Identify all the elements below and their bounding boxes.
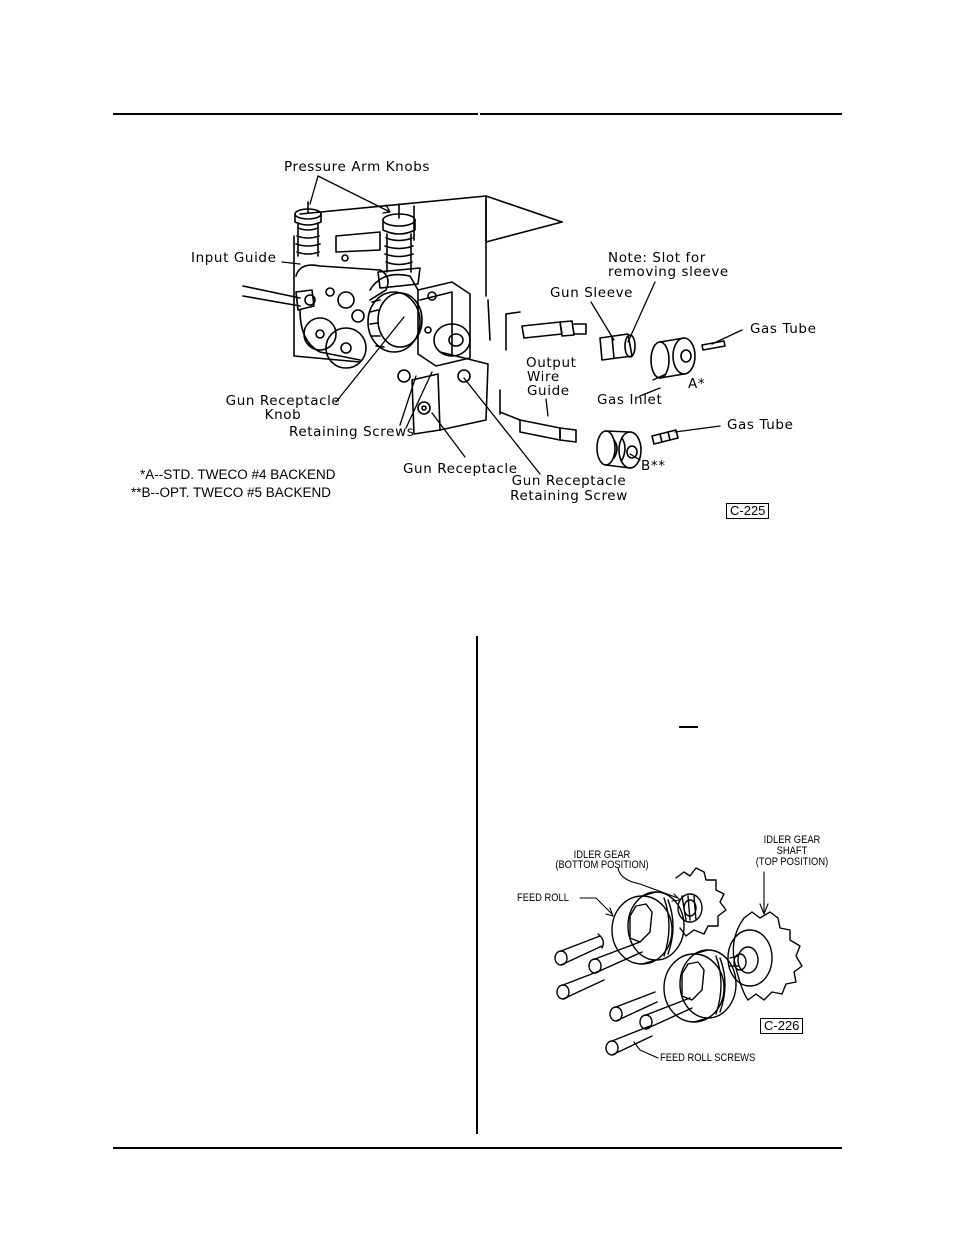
- gas-tube-top: [701, 340, 726, 351]
- input-guide-cable: [242, 285, 315, 311]
- label-idler-shaft-line1: IDLER GEAR: [763, 834, 821, 846]
- label-output-line1: Output: [526, 355, 577, 371]
- figure-id-c226: C-226: [760, 1018, 804, 1034]
- top-rule-right: [480, 113, 842, 115]
- underline-mark: [679, 726, 698, 728]
- label-gun-receptacle-knob-line1: Gun Receptacle: [225, 393, 341, 409]
- label-gun-receptacle-retaining-screw-line2: Retaining Screw: [510, 488, 628, 504]
- drive-plate: [295, 264, 389, 369]
- label-idler-bottom-line1: IDLER GEAR: [573, 849, 631, 861]
- idler-gear-bottom: [675, 867, 727, 937]
- feeder-housing: [293, 195, 563, 363]
- feed-roll-lower: [663, 949, 737, 1023]
- leader-lines: [281, 175, 743, 475]
- label-b-star: B**: [641, 458, 666, 474]
- figure-id-c225: C-225: [726, 503, 770, 519]
- label-feed-roll: FEED ROLL: [517, 892, 569, 904]
- column-divider: [476, 636, 478, 1134]
- gun-receptacle-block: [397, 281, 489, 435]
- label-idler-bottom-line2: (BOTTOM POSITION): [555, 859, 649, 871]
- label-retaining-screws: Retaining Screws: [289, 424, 415, 440]
- label-a-star: A*: [688, 376, 706, 392]
- label-pressure-arm-knobs: Pressure Arm Knobs: [284, 159, 430, 175]
- label-input-guide: Input Guide: [191, 250, 277, 266]
- feed-roll-screws-lower: [605, 991, 693, 1056]
- top-rule-left: [113, 113, 478, 115]
- idler-gear-top: [727, 911, 803, 1001]
- label-output-line2: Wire: [527, 369, 560, 385]
- bottom-rule: [113, 1147, 842, 1149]
- gas-inlet-a: [650, 337, 696, 379]
- label-gas-tube-top: Gas Tube: [750, 321, 817, 337]
- gun-sleeve-top: [599, 333, 636, 361]
- label-idler-shaft-line3: (TOP POSITION): [755, 856, 829, 868]
- output-wire-guide-top: [505, 311, 587, 351]
- gas-tube-bottom: [651, 429, 679, 445]
- label-idler-shaft-line2: SHAFT: [776, 845, 808, 857]
- label-output-line3: Guide: [527, 383, 570, 399]
- label-gas-inlet: Gas Inlet: [597, 392, 663, 408]
- pressure-arm-knob-right: [377, 203, 421, 289]
- gas-inlet-b: [596, 430, 642, 469]
- label-feed-roll-screws: FEED ROLL SCREWS: [660, 1052, 756, 1064]
- label-gun-receptacle-retaining-screw-line1: Gun Receptacle: [511, 473, 627, 489]
- label-gun-receptacle-knob-line2: Knob: [264, 407, 302, 423]
- label-note-line1: Note: Slot for: [608, 250, 706, 266]
- pressure-arm-knob-left: [294, 201, 322, 257]
- label-gun-sleeve: Gun Sleeve: [550, 285, 634, 301]
- output-wire-guide-bottom: [499, 389, 577, 443]
- gun-receptacle-knob: [367, 273, 423, 353]
- footnote-std-backend: *A--STD. TWECO #4 BACKEND: [140, 467, 336, 482]
- label-gas-tube-bottom: Gas Tube: [727, 417, 794, 433]
- label-note-line2: removing sleeve: [608, 264, 729, 280]
- label-gun-receptacle: Gun Receptacle: [403, 461, 518, 477]
- feed-roll-screws-upper: [554, 933, 643, 1000]
- footnote-opt-backend: **B--OPT. TWECO #5 BACKEND: [131, 485, 332, 500]
- feed-roll-upper: [611, 891, 685, 965]
